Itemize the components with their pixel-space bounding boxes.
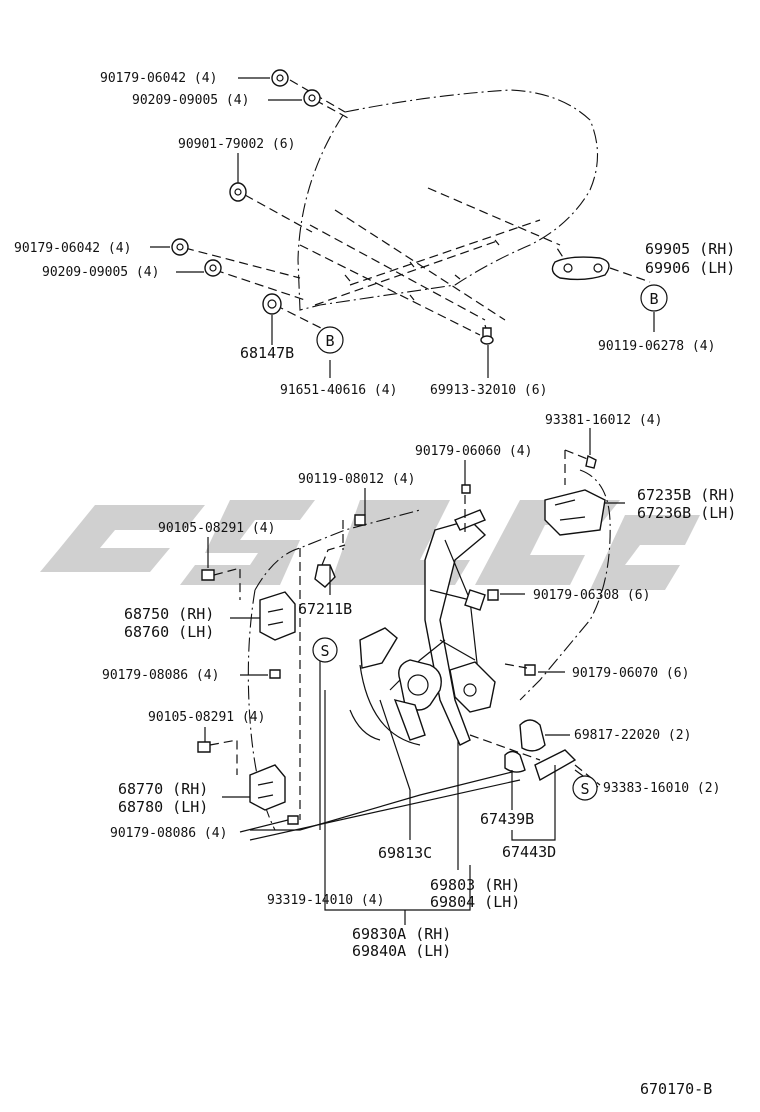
part-label-68147b: 68147B [240, 344, 294, 362]
part-label-90209-09005-mid: 90209-09005 (4) [42, 265, 159, 280]
part-label-93319-14010: 93319-14010 (4) [267, 893, 384, 908]
part-label-90105-08291-lower: 90105-08291 (4) [148, 710, 265, 725]
part-label-69906: 69906 (LH) [645, 259, 735, 277]
part-label-90119-06278: 90119-06278 (4) [598, 339, 715, 354]
part-label-90119-08012: 90119-08012 (4) [298, 472, 415, 487]
glass-channel [299, 187, 561, 336]
part-label-68760: 68760 (LH) [124, 623, 214, 641]
part-label-69830a: 69830A (RH) [352, 925, 451, 943]
svg-text:S: S [320, 642, 329, 660]
part-label-68750: 68750 (RH) [124, 605, 214, 623]
figure-number: 670170-B [640, 1080, 712, 1098]
upper-fasteners [171, 69, 610, 345]
part-label-90179-06060: 90179-06060 (4) [415, 444, 532, 459]
svg-text:B: B [325, 332, 334, 350]
part-label-67443d: 67443D [502, 843, 556, 861]
upper-label-leaders [150, 77, 655, 378]
part-label-69913-32010: 69913-32010 (6) [430, 383, 547, 398]
callout-b-lower: B [316, 326, 344, 354]
part-label-90901-79002: 90901-79002 (6) [178, 137, 295, 152]
part-label-67235b: 67235B (RH) [637, 486, 736, 504]
window-motor [359, 627, 496, 741]
part-label-69840a: 69840A (LH) [352, 942, 451, 960]
part-label-93381-16012: 93381-16012 (4) [545, 413, 662, 428]
part-label-90179-06070: 90179-06070 (6) [572, 666, 689, 681]
part-label-67439b: 67439B [480, 810, 534, 828]
part-label-67211b: 67211B [298, 600, 352, 618]
door-glass-outline [297, 89, 598, 311]
part-label-90179-06042-top: 90179-06042 (4) [100, 71, 217, 86]
callout-b-upper: B [640, 284, 668, 312]
lower-left-parts [197, 514, 366, 825]
part-label-93383-16010: 93383-16010 (2) [603, 781, 720, 796]
part-label-69803: 69803 (RH) [430, 876, 520, 894]
svg-text:B: B [649, 290, 658, 308]
part-label-69804: 69804 (LH) [430, 893, 520, 911]
part-label-90179-08086-mid: 90179-08086 (4) [102, 668, 219, 683]
svg-text:S: S [580, 780, 589, 798]
part-label-90179-08086-lower: 90179-08086 (4) [110, 826, 227, 841]
part-label-90179-06308: 90179-06308 (6) [533, 588, 650, 603]
part-label-68780: 68780 (LH) [118, 798, 208, 816]
callout-s-right: S [572, 775, 598, 801]
lower-right-parts [461, 449, 606, 786]
part-label-69813c: 69813C [378, 844, 432, 862]
part-label-91651-40616: 91651-40616 (4) [280, 383, 397, 398]
lower-label-leaders [204, 428, 625, 925]
part-label-90105-08291-top: 90105-08291 (4) [158, 521, 275, 536]
part-label-67236b: 67236B (LH) [637, 504, 736, 522]
part-label-69817-22020: 69817-22020 (2) [574, 728, 691, 743]
part-label-90179-06042-mid: 90179-06042 (4) [14, 241, 131, 256]
callout-s-left: S [312, 637, 338, 663]
part-label-90209-09005-top: 90209-09005 (4) [132, 93, 249, 108]
upper-fastener-leaders [184, 79, 651, 336]
part-label-69905: 69905 (RH) [645, 240, 735, 258]
part-label-68770: 68770 (RH) [118, 780, 208, 798]
door-panel-frame [247, 469, 611, 841]
